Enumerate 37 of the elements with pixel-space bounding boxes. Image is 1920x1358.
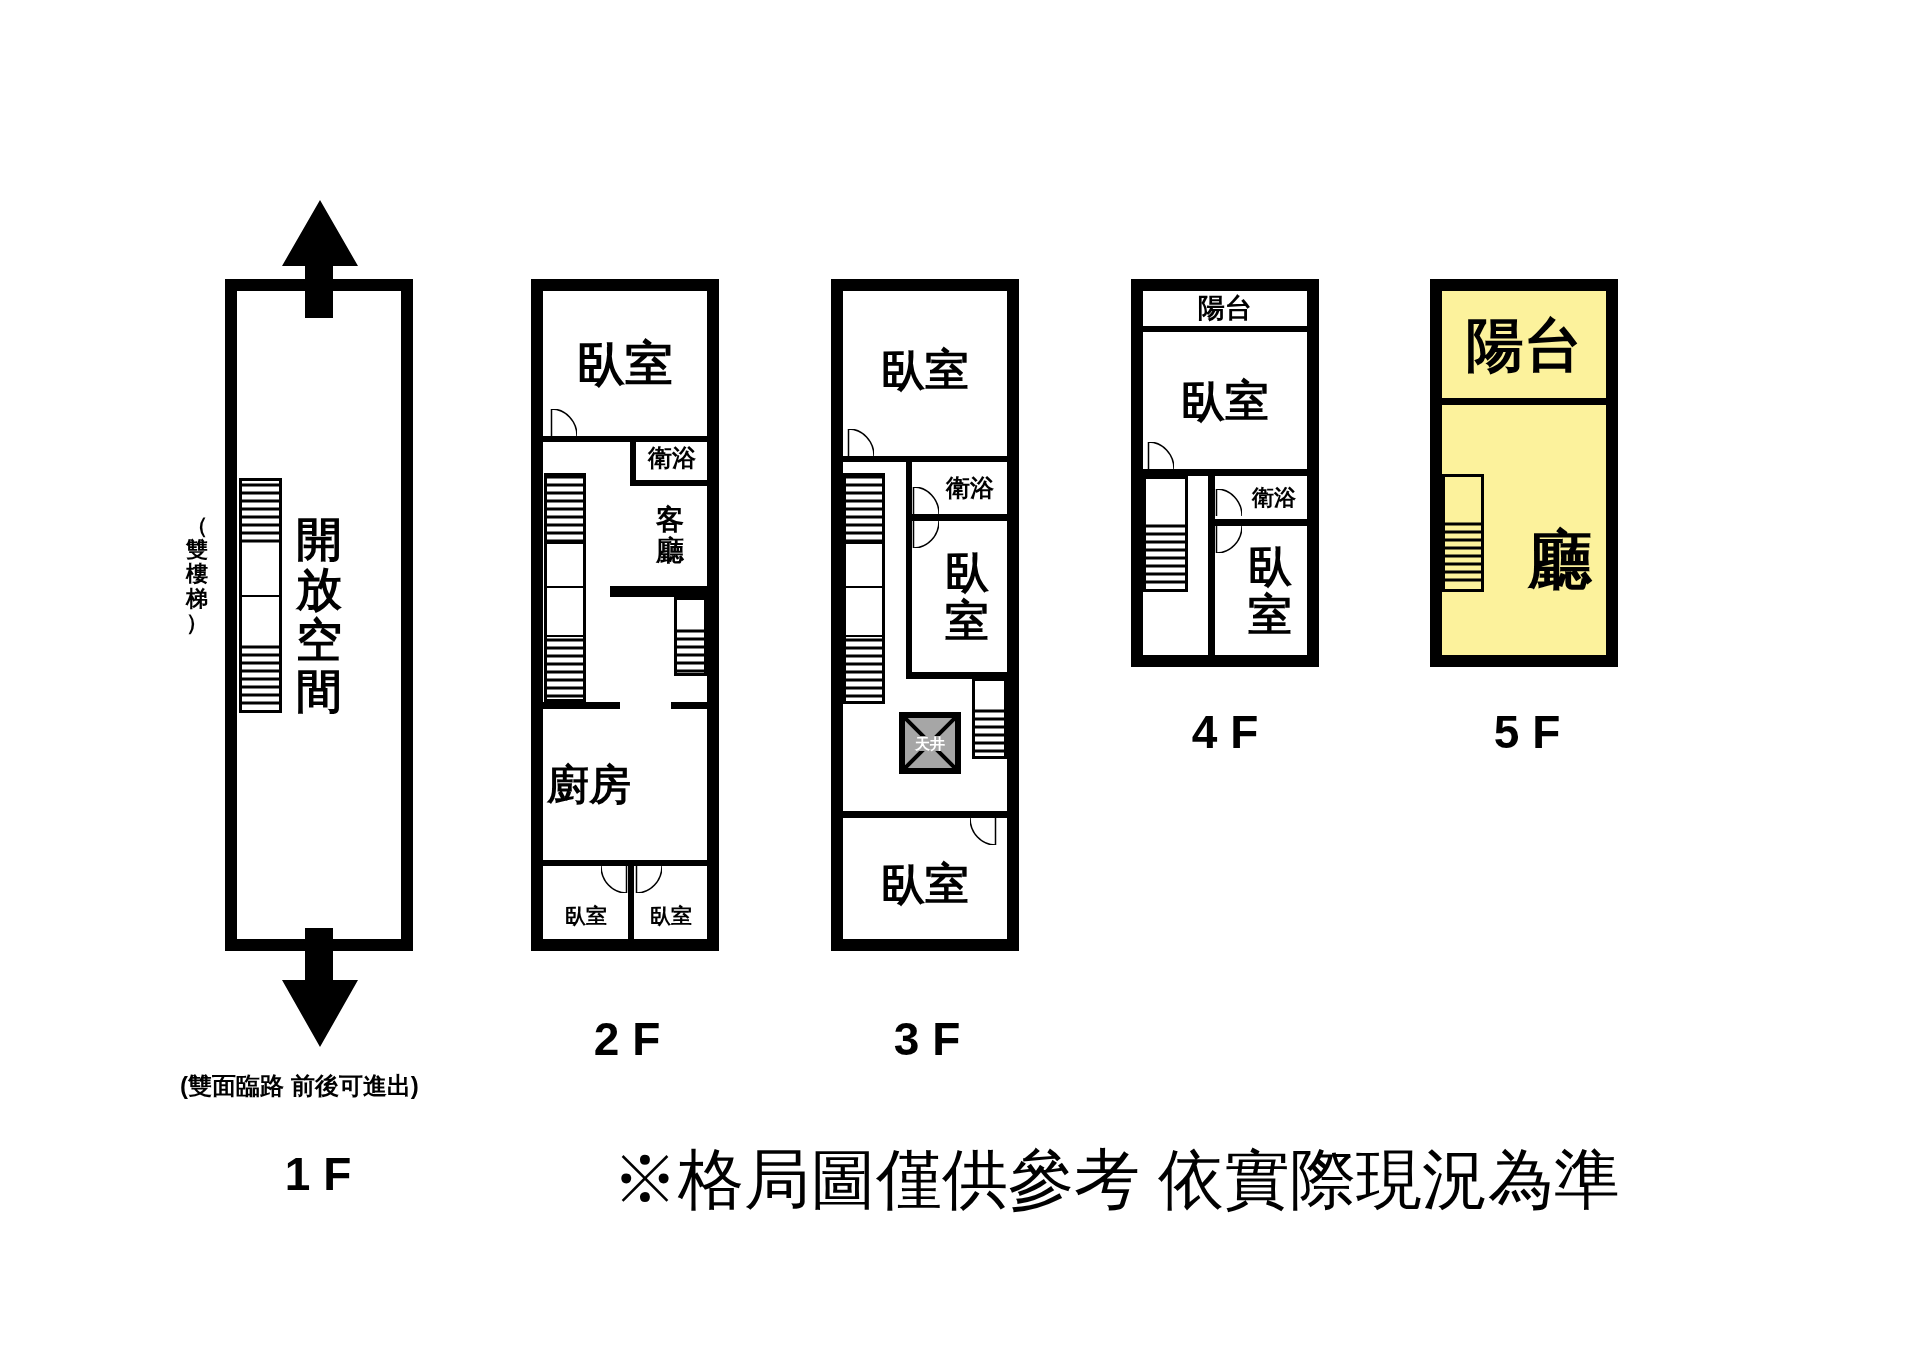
note-text: ※格局圖僅供參考 依實際現況為準 [612,1141,1621,1218]
room-label: 陽台 [1198,292,1252,326]
skylight-box [899,712,961,774]
floor-label: 5 F [1492,705,1562,760]
room-label: 臥室 [564,902,607,929]
room-label: 臥室 [1181,374,1269,427]
room-label: 臥室 [881,343,969,396]
floor-label: 4 F [1190,705,1260,760]
note-text: （雙樓梯） [186,514,208,635]
note-text: 1 F [283,1147,353,1202]
room-label: 天井 [914,735,946,751]
floor-plan-outline [531,279,719,951]
room-label: 開放空間 [296,513,342,717]
room-outline [543,860,634,939]
room-label: 衛浴 [647,443,696,473]
room-label: 廳 [1528,523,1592,598]
room-label: 臥室 [1248,542,1292,639]
room-outline [1143,291,1307,332]
room-outline [906,521,1007,679]
room-label: 衛浴 [945,473,994,503]
room-label: 陽台 [1466,311,1582,379]
room-outline [906,462,1007,521]
note-text: (雙面臨路 前後可進出) [180,1071,419,1101]
room-label: 衛浴 [1252,484,1296,512]
room-label: 客廳 [656,505,684,567]
room-label: 廚房 [547,760,631,810]
room-label: 臥室 [577,335,673,392]
room-label: 臥室 [944,548,989,645]
floor-label: 2 F [592,1012,662,1067]
floor-plan-outline [831,279,1019,951]
room-label: 臥室 [649,902,692,929]
floor-plan-outline [225,279,413,951]
room-label: 臥室 [881,857,969,910]
floor-label: 3 F [892,1012,962,1067]
floor-plan-outline [1131,279,1319,667]
room-outline [1208,476,1307,526]
floor-plan-outline [1430,279,1618,667]
